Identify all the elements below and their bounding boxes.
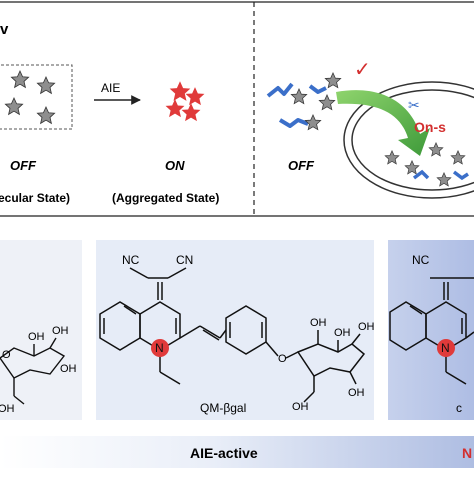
- oh-label: OH: [60, 363, 77, 375]
- corner-letter: v: [0, 21, 9, 38]
- gray-star: [4, 97, 24, 115]
- gray-star: [428, 142, 444, 157]
- right-state-on: ON: [165, 158, 185, 173]
- cell-inner-outline: [351, 89, 474, 191]
- n-atom: N: [441, 341, 450, 355]
- gray-star: [290, 88, 308, 105]
- qm-bgal-structure: [99, 267, 366, 403]
- center-panel: [96, 240, 374, 420]
- oh-label: OH: [348, 387, 365, 399]
- gray-star: [318, 94, 336, 111]
- gray-star: [324, 72, 342, 89]
- n-atom-highlight: [151, 339, 169, 357]
- o-atom: O: [2, 349, 11, 361]
- blue-fragment: [266, 82, 294, 98]
- green-arrow: [336, 90, 430, 156]
- oh-label: OH: [334, 327, 351, 339]
- structure-panels: OH OH OH OH O: [0, 240, 474, 420]
- gray-star: [384, 150, 400, 165]
- oh-label: OH: [28, 331, 45, 343]
- cell-outline: [343, 81, 474, 199]
- oh-label: OH: [310, 317, 327, 329]
- checkmark-icon: ✓: [354, 59, 371, 81]
- bottom-right-fragment: N: [462, 445, 472, 461]
- molecular-state-caption: ecular State): [0, 191, 70, 205]
- oh-label: OH: [358, 321, 375, 333]
- gray-star: [436, 172, 452, 187]
- aie-active-bar: [0, 436, 474, 468]
- oh-label: OH: [292, 401, 309, 413]
- red-star: [165, 99, 185, 118]
- gray-star: [450, 150, 466, 165]
- n-atom: N: [155, 341, 164, 355]
- scissors-icon: ✂: [408, 97, 420, 113]
- blue-fragment: [412, 169, 430, 180]
- gray-star: [304, 114, 322, 131]
- o-atom: O: [278, 353, 287, 365]
- probe-fragments: [266, 72, 342, 131]
- n-atom-highlight: [437, 339, 455, 357]
- aie-active-label: AIE-active: [190, 445, 258, 461]
- oh-label: OH: [0, 403, 15, 415]
- compound-label: QM-βgal: [200, 401, 246, 415]
- aie-arrow-label: AIE: [101, 81, 120, 95]
- molecular-state-box: [0, 64, 73, 130]
- on-state-tag: On-s: [414, 119, 446, 135]
- red-star: [169, 81, 191, 101]
- red-star: [181, 103, 201, 122]
- left-panel: [0, 240, 82, 420]
- oh-label: OH: [52, 325, 69, 337]
- cell-contents: [384, 142, 469, 187]
- aggregated-state-caption: (Aggregated State): [112, 191, 219, 205]
- cn-label: CN: [176, 253, 193, 267]
- right-panel-off: OFF: [288, 158, 315, 173]
- right-edge-label: c: [456, 401, 462, 415]
- blue-fragment: [308, 84, 327, 94]
- nc-label-right: NC: [412, 253, 430, 267]
- bottom-bar: AIE-active N: [0, 436, 474, 468]
- gray-star: [36, 76, 56, 94]
- blue-fragment: [452, 170, 469, 181]
- right-panel: [388, 240, 474, 420]
- top-section: v AIE OFF ON ecular State) (Aggregated S…: [0, 1, 474, 217]
- left-sugar-ring: [0, 337, 66, 405]
- red-star-cluster: [165, 81, 205, 122]
- gray-star: [36, 106, 56, 124]
- left-state-off: OFF: [10, 158, 37, 173]
- gray-star: [10, 70, 30, 88]
- blue-fragment: [278, 118, 309, 128]
- nc-label: NC: [122, 253, 140, 267]
- gray-star: [404, 160, 420, 175]
